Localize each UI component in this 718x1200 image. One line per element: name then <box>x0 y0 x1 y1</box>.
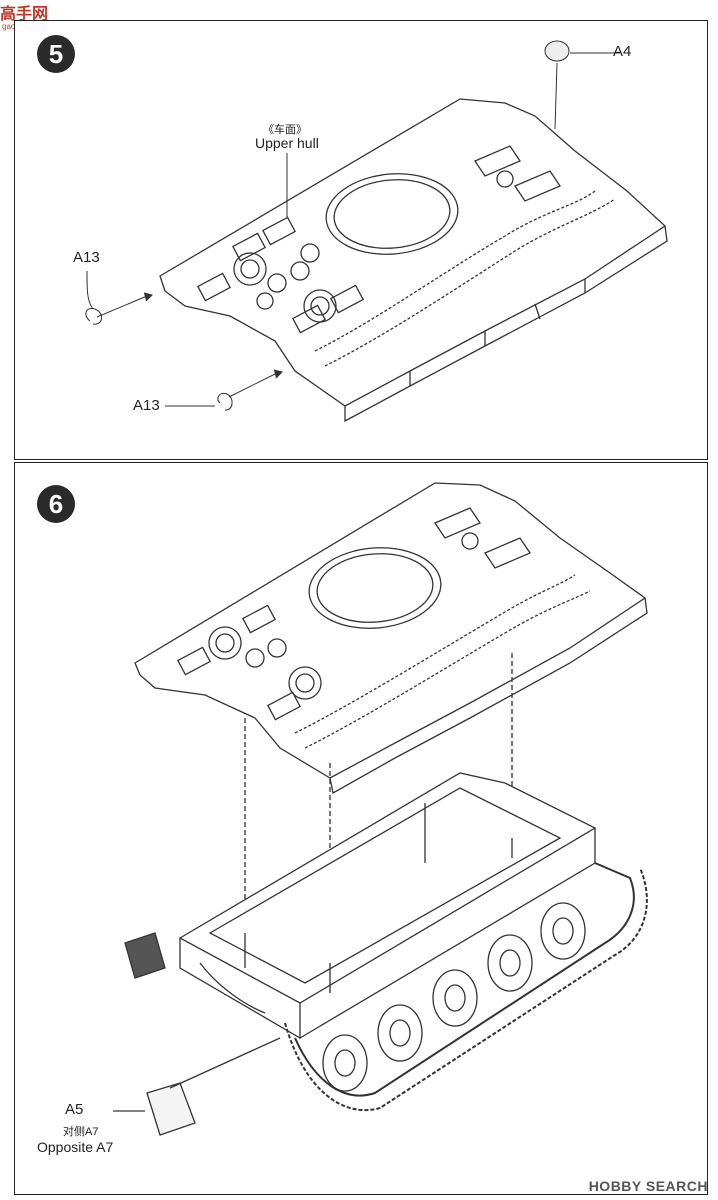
part-a4-label: A4 <box>613 43 632 60</box>
step-5-panel: 5 <box>14 20 708 460</box>
upper-hull-label-cn: 《车面》 <box>263 124 307 136</box>
upper-hull-label: Upper hull <box>255 135 319 151</box>
step-6-badge: 6 <box>37 485 75 523</box>
step-5-badge: 5 <box>37 35 75 73</box>
watermark-hobbysearch: HOBBY SEARCH <box>588 1178 708 1194</box>
part-a5-label: A5 <box>65 1101 84 1118</box>
part-a7-label-cn: 对侧A7 <box>63 1126 99 1138</box>
part-a13-bottom-label: A13 <box>133 397 160 414</box>
watermark-logo: 高手网 <box>0 6 49 23</box>
hull-assembly-drawing <box>113 482 648 1136</box>
part-a7-label: Opposite A7 <box>37 1139 114 1155</box>
part-a13-left-label: A13 <box>73 249 100 266</box>
step-6-panel: 6 <box>14 462 708 1195</box>
upper-hull-drawing <box>85 40 668 423</box>
